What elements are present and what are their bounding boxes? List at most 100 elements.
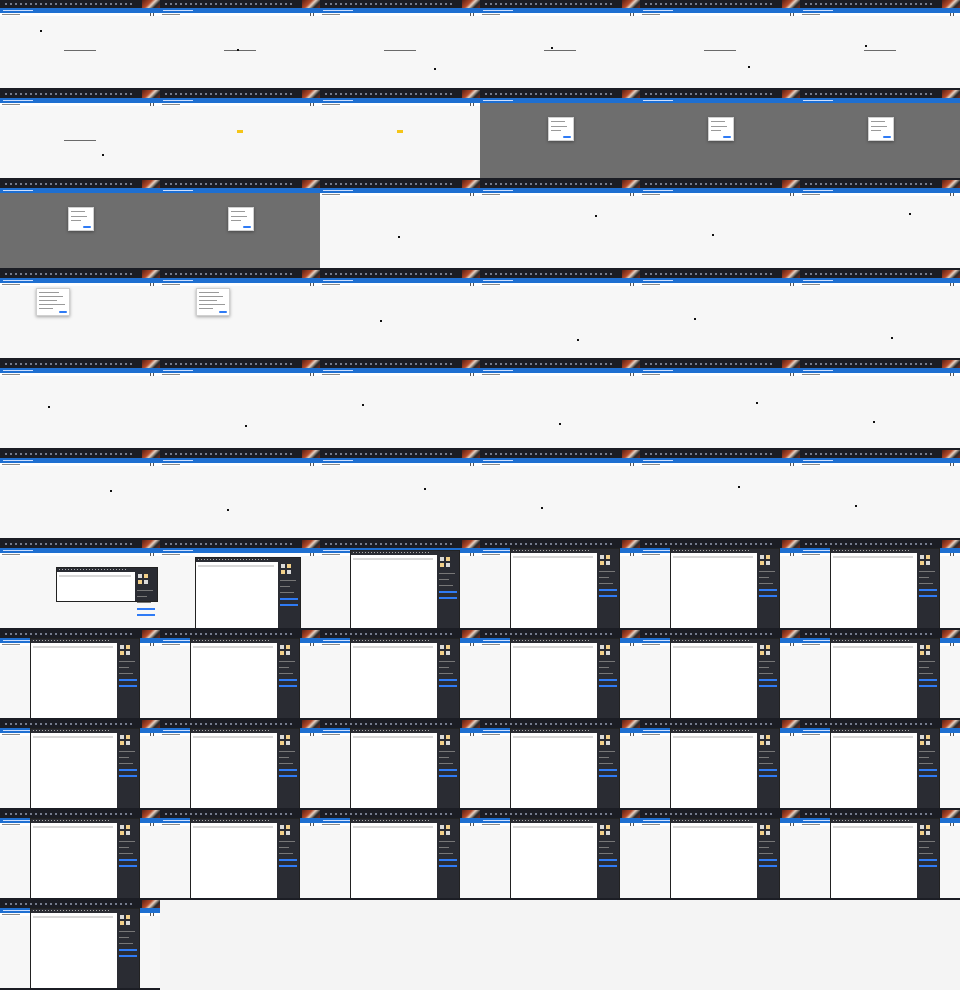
toolbar-icons[interactable] <box>470 733 476 736</box>
toolbar-icons[interactable] <box>790 643 796 646</box>
panel-button[interactable] <box>599 769 617 771</box>
toolbar-icons[interactable] <box>470 13 476 16</box>
theme-thumbnail[interactable] <box>926 561 930 565</box>
toolbar-icons[interactable] <box>630 553 636 556</box>
taskbar-icons[interactable] <box>485 183 613 185</box>
toolbar-icons[interactable] <box>950 823 956 826</box>
tab-title[interactable] <box>323 280 353 281</box>
theme-thumbnail[interactable] <box>600 555 604 559</box>
tab-title[interactable] <box>803 820 833 821</box>
taskbar-icons[interactable] <box>805 183 933 185</box>
tab-title[interactable] <box>3 820 33 821</box>
panel-button[interactable] <box>439 859 457 861</box>
tab-title[interactable] <box>3 100 33 101</box>
theme-thumbnail[interactable] <box>286 735 290 739</box>
theme-thumbnail[interactable] <box>126 645 130 649</box>
theme-thumbnail[interactable] <box>766 651 770 655</box>
toolbar-icons[interactable] <box>790 463 796 466</box>
theme-thumbnail[interactable] <box>600 741 604 745</box>
toolbar-icons[interactable] <box>310 463 316 466</box>
tab-title[interactable] <box>323 100 353 101</box>
theme-thumbnail[interactable] <box>920 645 924 649</box>
panel-button[interactable] <box>759 859 777 861</box>
taskbar-icons[interactable] <box>485 453 613 455</box>
theme-thumbnail[interactable] <box>766 831 770 835</box>
panel-button[interactable] <box>119 955 137 957</box>
tab-title[interactable] <box>323 370 353 371</box>
toolbar-buttons[interactable] <box>33 640 109 641</box>
theme-thumbnail[interactable] <box>280 741 284 745</box>
theme-thumbnail[interactable] <box>446 651 450 655</box>
taskbar-icons[interactable] <box>325 543 453 545</box>
tab-title[interactable] <box>483 550 513 551</box>
taskbar-icons[interactable] <box>325 633 453 635</box>
taskbar-icons[interactable] <box>805 3 933 5</box>
taskbar-icons[interactable] <box>485 813 613 815</box>
tab-title[interactable] <box>3 370 33 371</box>
panel-button[interactable] <box>599 589 617 591</box>
toolbar-buttons[interactable] <box>833 730 909 731</box>
taskbar-icons[interactable] <box>645 543 773 545</box>
toolbar-icons[interactable] <box>790 283 796 286</box>
tab-title[interactable] <box>323 10 353 11</box>
theme-thumbnail[interactable] <box>126 651 130 655</box>
toolbar-buttons[interactable] <box>198 559 270 560</box>
taskbar-icons[interactable] <box>165 183 293 185</box>
theme-thumbnail[interactable] <box>126 825 130 829</box>
tab-title[interactable] <box>323 460 353 461</box>
toolbar-buttons[interactable] <box>673 640 749 641</box>
dialog-ok-button[interactable] <box>83 226 91 228</box>
toolbar-buttons[interactable] <box>353 820 429 821</box>
taskbar-icons[interactable] <box>5 903 133 905</box>
tab-title[interactable] <box>643 280 673 281</box>
tab-title[interactable] <box>3 730 33 731</box>
theme-thumbnail[interactable] <box>286 645 290 649</box>
tab-title[interactable] <box>163 640 193 641</box>
toolbar-icons[interactable] <box>950 643 956 646</box>
theme-thumbnail[interactable] <box>287 570 291 574</box>
toolbar-icons[interactable] <box>310 283 316 286</box>
panel-button[interactable] <box>759 775 777 777</box>
toolbar-icons[interactable] <box>470 643 476 646</box>
toolbar-icons[interactable] <box>790 553 796 556</box>
taskbar-icons[interactable] <box>805 633 933 635</box>
theme-thumbnail[interactable] <box>126 831 130 835</box>
toolbar-icons[interactable] <box>310 13 316 16</box>
theme-thumbnail[interactable] <box>280 735 284 739</box>
taskbar-icons[interactable] <box>645 723 773 725</box>
theme-thumbnail[interactable] <box>920 555 924 559</box>
toolbar-icons[interactable] <box>950 463 956 466</box>
panel-button[interactable] <box>439 591 457 593</box>
theme-thumbnail[interactable] <box>600 561 604 565</box>
taskbar-icons[interactable] <box>165 633 293 635</box>
toolbar-icons[interactable] <box>630 193 636 196</box>
theme-thumbnail[interactable] <box>760 831 764 835</box>
panel-button[interactable] <box>280 598 298 600</box>
theme-thumbnail[interactable] <box>440 735 444 739</box>
theme-thumbnail[interactable] <box>440 825 444 829</box>
theme-thumbnail[interactable] <box>126 921 130 925</box>
taskbar-icons[interactable] <box>805 363 933 365</box>
toolbar-icons[interactable] <box>150 373 156 376</box>
toolbar-buttons[interactable] <box>513 550 589 551</box>
taskbar-icons[interactable] <box>325 93 453 95</box>
theme-thumbnail[interactable] <box>920 651 924 655</box>
taskbar-icons[interactable] <box>645 93 773 95</box>
taskbar-icons[interactable] <box>485 273 613 275</box>
toolbar-icons[interactable] <box>950 13 956 16</box>
taskbar-icons[interactable] <box>645 273 773 275</box>
toolbar-icons[interactable] <box>150 463 156 466</box>
theme-thumbnail[interactable] <box>766 741 770 745</box>
tab-title[interactable] <box>643 370 673 371</box>
panel-button[interactable] <box>119 679 137 681</box>
panel-button[interactable] <box>279 679 297 681</box>
theme-thumbnail[interactable] <box>280 831 284 835</box>
theme-thumbnail[interactable] <box>606 735 610 739</box>
taskbar-icons[interactable] <box>645 453 773 455</box>
theme-thumbnail[interactable] <box>446 563 450 567</box>
panel-button[interactable] <box>599 679 617 681</box>
tab-title[interactable] <box>323 820 353 821</box>
toolbar-buttons[interactable] <box>353 730 429 731</box>
panel-button[interactable] <box>119 685 137 687</box>
toolbar-icons[interactable] <box>150 103 156 106</box>
